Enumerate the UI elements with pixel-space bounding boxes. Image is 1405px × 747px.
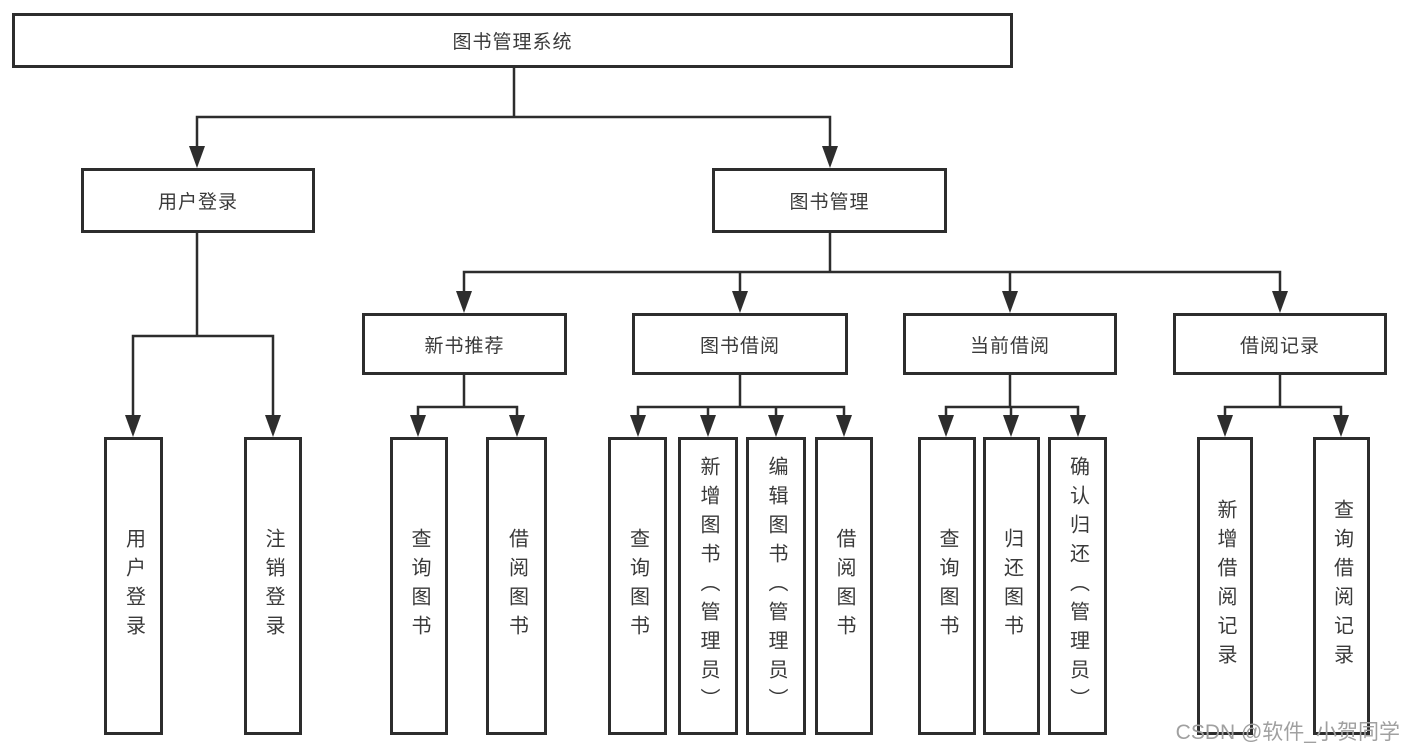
node-user-login-label: 用户登录 [157, 192, 238, 213]
leaf-query-books-current-label: 查询图书 [936, 528, 958, 644]
node-current-borrowing: 当前借阅 [903, 313, 1117, 375]
leaf-borrow-books-recommend: 借阅图书 [486, 437, 547, 735]
node-library-management-system: 图书管理系统 [12, 13, 1013, 68]
node-library-management-system-label: 图书管理系统 [452, 32, 573, 53]
leaf-query-books-recommend-label: 查询图书 [408, 528, 430, 644]
leaf-add-book-admin: 新增图书（管理员） [678, 437, 738, 735]
leaf-borrow-books-recommend-label: 借阅图书 [505, 528, 528, 644]
node-borrowing-records-label: 借阅记录 [1239, 335, 1320, 357]
leaf-borrow-books-label: 借阅图书 [833, 528, 855, 644]
leaf-logout-label: 注销登录 [262, 528, 284, 644]
node-new-book-recommendation: 新书推荐 [362, 313, 567, 375]
leaf-borrow-books: 借阅图书 [815, 437, 873, 735]
leaf-query-books-borrowing-label: 查询图书 [626, 528, 649, 644]
leaf-return-books-label: 归还图书 [1000, 528, 1023, 644]
leaf-query-borrow-record: 查询借阅记录 [1313, 437, 1370, 735]
node-book-management-label: 图书管理 [789, 192, 870, 213]
leaf-return-books: 归还图书 [983, 437, 1040, 735]
leaf-confirm-return-admin-label: 确认归还（管理员） [1066, 455, 1089, 717]
node-new-book-recommendation-label: 新书推荐 [424, 335, 505, 357]
leaf-user-login: 用户登录 [104, 437, 163, 735]
node-book-borrowing-label: 图书借阅 [699, 335, 780, 357]
leaf-query-books-current: 查询图书 [918, 437, 976, 735]
leaf-query-books-recommend: 查询图书 [390, 437, 448, 735]
node-current-borrowing-label: 当前借阅 [969, 335, 1050, 357]
leaf-confirm-return-admin: 确认归还（管理员） [1048, 437, 1107, 735]
leaf-add-borrow-record: 新增借阅记录 [1197, 437, 1253, 735]
node-book-management: 图书管理 [712, 168, 947, 233]
leaf-query-books-borrowing: 查询图书 [608, 437, 667, 735]
node-borrowing-records: 借阅记录 [1173, 313, 1387, 375]
node-book-borrowing: 图书借阅 [632, 313, 848, 375]
leaf-edit-book-admin: 编辑图书（管理员） [746, 437, 806, 735]
arrowheads [125, 146, 1349, 437]
watermark: CSDN @软件_小贺同学 [1175, 721, 1400, 744]
connector-edges [131, 66, 1343, 422]
leaf-add-borrow-record-label: 新增借阅记录 [1214, 499, 1236, 673]
leaf-query-borrow-record-label: 查询借阅记录 [1330, 499, 1353, 673]
node-user-login: 用户登录 [81, 168, 315, 233]
leaf-edit-book-admin-label: 编辑图书（管理员） [765, 455, 787, 717]
leaf-user-login-label: 用户登录 [122, 528, 145, 644]
leaf-logout: 注销登录 [244, 437, 302, 735]
leaf-add-book-admin-label: 新增图书（管理员） [697, 455, 719, 717]
